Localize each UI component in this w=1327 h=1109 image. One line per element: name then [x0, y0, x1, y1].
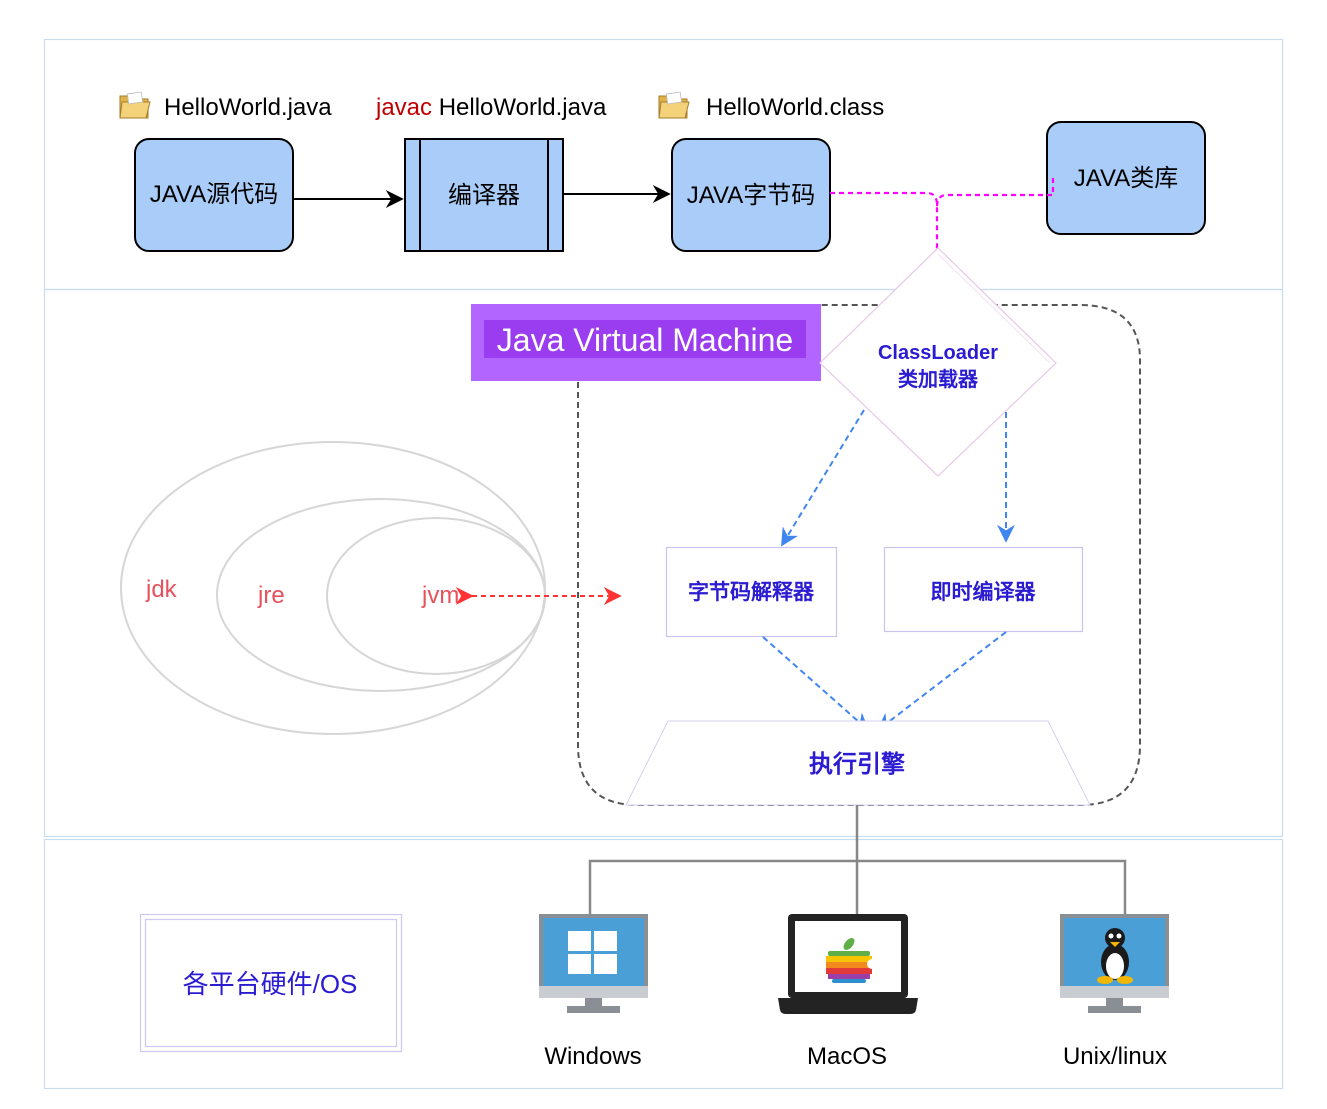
source-file-label: HelloWorld.java [164, 94, 332, 121]
interpreter-to-engine-arrow [762, 636, 870, 732]
linux-monitor-icon [1060, 914, 1169, 1013]
compile-target: HelloWorld.java [439, 94, 607, 121]
class-library-label: JAVA类库 [1074, 165, 1178, 192]
macos-laptop-icon [778, 914, 918, 1014]
jvm-container [577, 304, 1141, 806]
linux-label: Unix/linux [1063, 1043, 1167, 1070]
jit-label: 即时编译器 [931, 580, 1037, 604]
class-library-node: JAVA类库 [1046, 121, 1206, 235]
jit-to-engine-arrow [876, 631, 1007, 732]
javac-keyword: javac [375, 94, 432, 121]
tux-penguin-icon [1097, 928, 1133, 984]
jdk-label: jdk [145, 576, 178, 603]
library-to-classloader-line [935, 178, 1055, 208]
classloader-to-interpreter-arrow [781, 409, 865, 547]
apple-logo-icon [826, 938, 877, 983]
bytecode-label: JAVA字节码 [687, 182, 815, 209]
hardware-box-outer [139, 913, 403, 1053]
hardware-label: 各平台硬件/OS [183, 969, 358, 999]
java-source-label: JAVA源代码 [150, 181, 278, 208]
execution-engine [625, 720, 1091, 806]
classloader-label: ClassLoader [878, 342, 998, 364]
folder-icon [658, 91, 690, 119]
class-file-label: HelloWorld.class [706, 94, 884, 121]
compile-command-label: javac HelloWorld.java [375, 94, 607, 121]
bytecode-node: JAVA字节码 [671, 138, 831, 252]
interpreter-box [665, 546, 838, 638]
classloader-diamond [819, 247, 1057, 477]
classloader-cn-label: 类加载器 [898, 367, 979, 391]
interpreter-label: 字节码解释器 [688, 580, 815, 604]
hardware-box-inner [144, 918, 398, 1048]
jre-label: jre [257, 582, 285, 609]
folder-icon [119, 91, 151, 119]
macos-label: MacOS [807, 1043, 887, 1070]
windows-label: Windows [544, 1043, 641, 1070]
jvm-banner-highlight [484, 320, 806, 358]
jvm-label: jvm [421, 582, 459, 609]
execution-engine-label: 执行引擎 [809, 750, 905, 778]
windows-monitor-icon [539, 914, 648, 1013]
jdk-ellipse [120, 441, 546, 735]
compiler-label: 编译器 [448, 182, 520, 209]
bottom-panel [43, 838, 1284, 1090]
jit-box [883, 546, 1084, 633]
platform-connectors [588, 805, 1127, 918]
compiler-node: 编译器 [404, 138, 564, 252]
windows-logo-icon [568, 931, 617, 974]
jvm-title: Java Virtual Machine [497, 322, 793, 358]
java-source-node: JAVA源代码 [134, 138, 294, 252]
middle-panel [43, 288, 1284, 838]
